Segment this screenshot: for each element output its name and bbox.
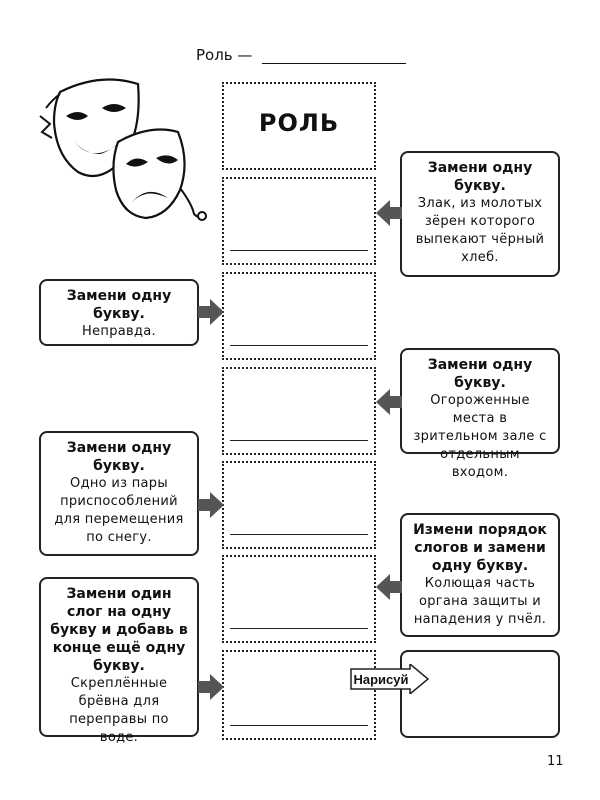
answer-box-2[interactable] [222, 272, 376, 360]
clue-title: Замени одну букву. [427, 357, 533, 391]
arrow-left-icon [376, 574, 402, 600]
grid-title: РОЛЬ [258, 109, 340, 137]
answer-box-1[interactable] [222, 177, 376, 265]
answer-box-5[interactable] [222, 555, 376, 643]
draw-label-text: Нарисуй [353, 672, 408, 687]
theater-masks-icon [39, 78, 207, 221]
clue-card-6: Замени один слог на одну букву и добавь … [39, 577, 199, 745]
clue-text: Скреплённые брёвна для переправы по воде… [69, 676, 169, 745]
answer-box-6[interactable] [222, 650, 376, 740]
answer-line[interactable] [230, 725, 368, 726]
arrow-left-icon [376, 200, 402, 226]
answer-box-3[interactable] [222, 367, 376, 455]
arrow-right-icon [198, 492, 224, 518]
answer-line[interactable] [230, 534, 368, 535]
clue-title: Замени одну букву. [427, 160, 533, 194]
answer-line[interactable] [230, 345, 368, 346]
clue-text: Колющая часть органа защиты и нападения … [413, 576, 547, 627]
answer-box-title: РОЛЬ [222, 82, 376, 170]
answer-box-4[interactable] [222, 461, 376, 549]
clue-card-4: Замени одну букву. Одно из пары приспосо… [39, 431, 199, 556]
clue-card-1: Замени одну букву. Злак, из молотых зёре… [400, 151, 560, 277]
clue-card-5: Измени порядок слогов и замени одну букв… [400, 513, 560, 637]
clue-text: Одно из пары приспособлений для перемеще… [54, 476, 184, 545]
page-number: 11 [547, 754, 564, 769]
arrow-right-icon [198, 299, 224, 325]
clue-title: Замени одну букву. [66, 288, 172, 322]
answer-line[interactable] [230, 628, 368, 629]
role-answer-line[interactable] [262, 63, 406, 64]
answer-line[interactable] [230, 250, 368, 251]
role-label: Роль — [196, 46, 253, 64]
clue-title: Замени один слог на одну букву и добавь … [50, 586, 188, 674]
clue-text: Злак, из молотых зёрен которого выпекают… [415, 196, 545, 265]
arrow-left-icon [376, 389, 402, 415]
drawing-area[interactable] [400, 650, 560, 738]
clue-text: Неправда. [82, 324, 156, 339]
answer-line[interactable] [230, 440, 368, 441]
clue-card-3: Замени одну букву. Огороженные места в з… [400, 348, 560, 480]
draw-arrow-label: Нарисуй [350, 664, 430, 694]
clue-text: Огороженные места в зрительном зале с от… [413, 393, 547, 480]
clue-title: Измени порядок слогов и замени одну букв… [413, 522, 547, 574]
clue-title: Замени одну букву. [66, 440, 172, 474]
clue-card-2: Замени одну букву. Неправда. [39, 279, 199, 346]
arrow-right-icon [198, 674, 224, 700]
